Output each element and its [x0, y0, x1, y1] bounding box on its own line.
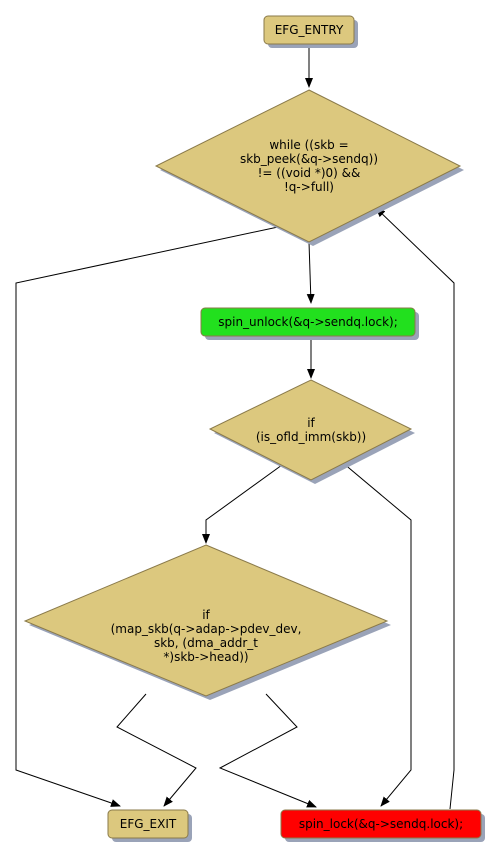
label-line: while ((skb = [269, 138, 348, 152]
label-line: if [202, 608, 210, 622]
node-while-diamond [154, 89, 462, 243]
label-line: skb_peek(&q->sendq)) [240, 152, 378, 166]
node-unlock[interactable]: spin_unlock(&q->sendq.lock); [200, 307, 419, 340]
label-line: != ((void *)0) && [258, 166, 361, 180]
node-exit-label: EFG_EXIT [120, 817, 177, 831]
label-line: skb, (dma_addr_t [154, 636, 258, 650]
node-if-map-label: if(map_skb(q->adap->pdev_dev,skb, (dma_a… [111, 608, 302, 664]
edge-while-to-unlock [306, 241, 315, 304]
label-line: !q->full) [284, 180, 334, 194]
edge-lock-to-while [375, 207, 455, 810]
node-while-label: while ((skb =skb_peek(&q->sendq))!= ((vo… [240, 138, 378, 194]
node-unlock-label: spin_unlock(&q->sendq.lock); [218, 315, 398, 329]
node-entry-box [263, 15, 355, 45]
label-line: (is_ofld_imm(skb)) [256, 430, 366, 444]
label-line: if [307, 416, 315, 430]
node-if-ofld-diamond [208, 379, 413, 481]
node-unlock-box [200, 307, 416, 337]
node-lock-box [280, 809, 482, 839]
edge-if-map-to-exit [116, 693, 197, 807]
node-if-ofld-label: if(is_ofld_imm(skb)) [256, 416, 366, 444]
node-exit[interactable]: EFG_EXIT [107, 809, 192, 842]
node-if-map-diamond [23, 544, 389, 697]
node-lock-label: spin_lock(&q->sendq.lock); [299, 817, 463, 831]
label-line: spin_unlock(&q->sendq.lock); [218, 315, 398, 329]
node-if-ofld[interactable]: if(is_ofld_imm(skb)) [208, 379, 415, 484]
edge-if-ofld-to-if-map [202, 464, 283, 544]
node-entry-label: EFG_ENTRY [275, 23, 344, 37]
label-line: EFG_EXIT [120, 817, 177, 831]
label-line: spin_lock(&q->sendq.lock); [299, 817, 463, 831]
node-exit-box [107, 809, 189, 839]
edges [15, 45, 455, 810]
label-line: (map_skb(q->adap->pdev_dev, [111, 622, 302, 636]
node-while-condition[interactable]: while ((skb =skb_peek(&q->sendq))!= ((vo… [154, 89, 464, 246]
label-line: EFG_ENTRY [275, 23, 344, 37]
node-if-map[interactable]: if(map_skb(q->adap->pdev_dev,skb, (dma_a… [23, 544, 391, 700]
label-line: *)skb->head)) [163, 650, 248, 664]
node-lock[interactable]: spin_lock(&q->sendq.lock); [280, 809, 485, 842]
edge-while-to-exit [15, 226, 279, 807]
node-entry[interactable]: EFG_ENTRY [263, 15, 358, 48]
edge-if-map-to-lock [218, 693, 317, 808]
edge-if-ofld-to-lock [342, 462, 412, 807]
